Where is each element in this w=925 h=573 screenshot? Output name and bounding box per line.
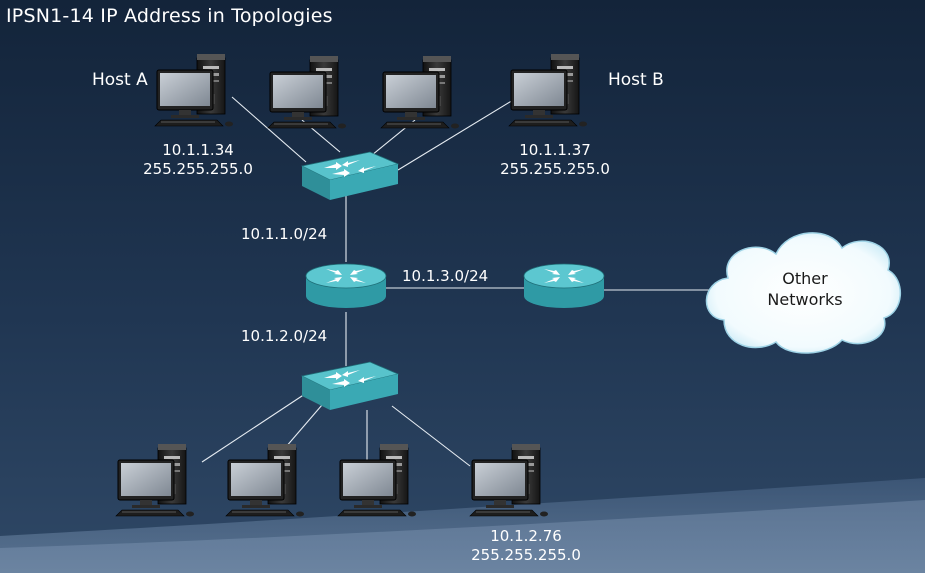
link-switch-pc5: [201, 391, 309, 463]
cloud-label: Other Networks: [767, 268, 842, 310]
host-lower-mask: 255.255.255.0: [471, 546, 581, 564]
router-left-icon[interactable]: [305, 263, 387, 309]
lower-lan-network-label: 10.1.2.0/24: [241, 327, 328, 345]
cloud-label-line2: Networks: [767, 290, 843, 309]
link-switch-hostLower: [391, 405, 471, 467]
cloud-label-line1: Other: [782, 269, 828, 288]
host-a-name: Host A: [92, 70, 148, 90]
router-right-icon[interactable]: [523, 263, 605, 309]
host-lower-ip: 10.1.2.76: [490, 527, 562, 545]
host-b-ip: 10.1.1.37: [519, 141, 591, 159]
router-link-network-label: 10.1.3.0/24: [402, 267, 489, 285]
link-hostA-switch: [231, 96, 307, 163]
page-title: IPSN1-14 IP Address in Topologies: [6, 5, 333, 27]
link-switch-pc6: [284, 404, 323, 449]
link-hostB-switch: [397, 96, 519, 171]
host-b-mask: 255.255.255.0: [500, 160, 610, 178]
links: [201, 96, 712, 467]
upper-lan-network-label: 10.1.1.0/24: [241, 225, 328, 243]
host-b-name: Host B: [608, 70, 664, 90]
background-swell: [0, 478, 925, 573]
host-a-mask: 255.255.255.0: [143, 160, 253, 178]
host-a-ip: 10.1.1.34: [162, 141, 234, 159]
cloud-icon: [705, 232, 902, 354]
